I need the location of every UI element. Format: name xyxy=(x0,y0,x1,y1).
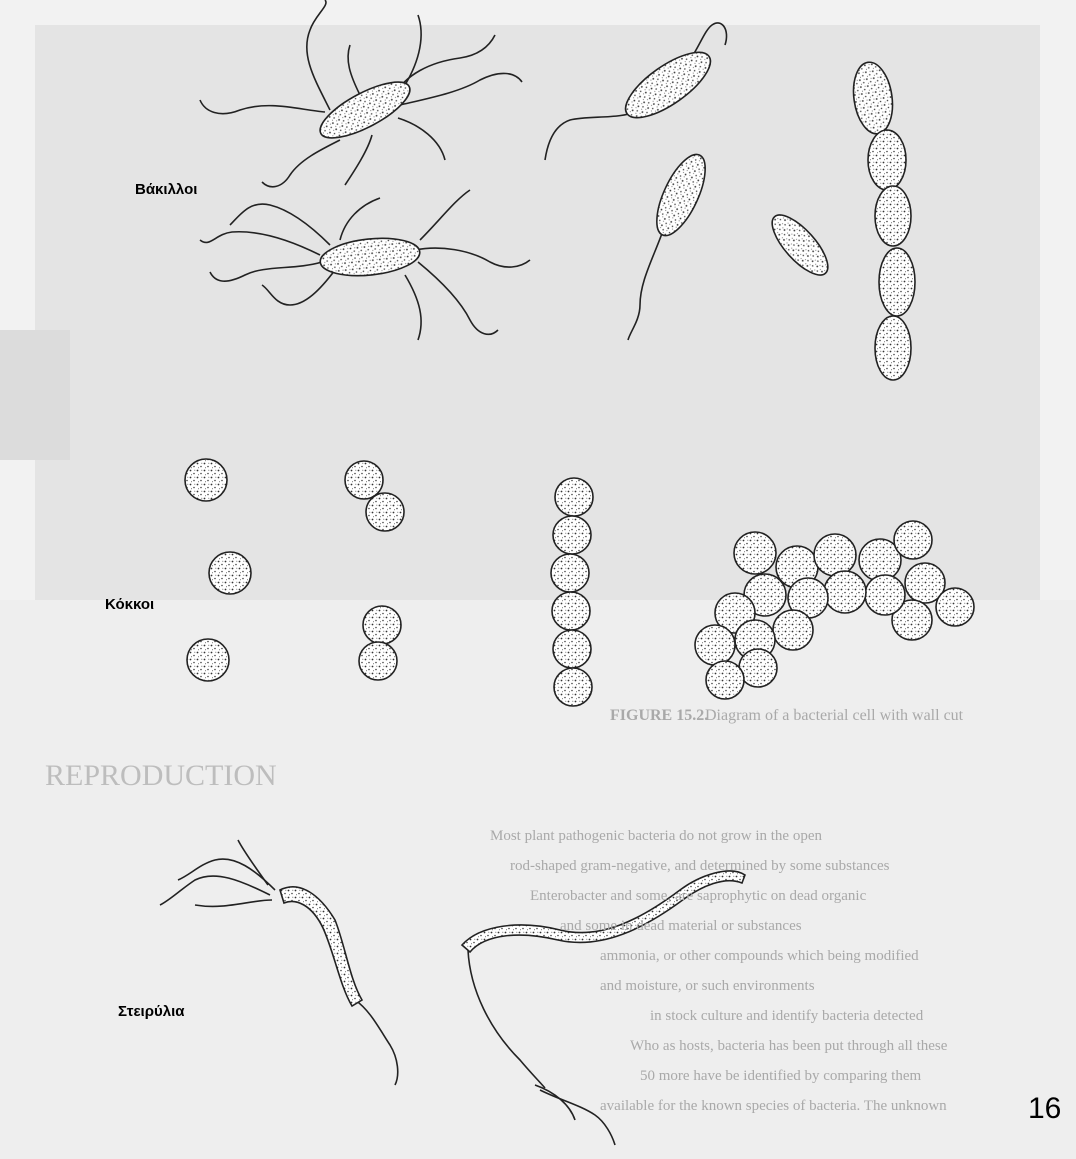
body-line: Who as hosts, bacteria has been put thro… xyxy=(630,1038,948,1054)
body-line: and some in dead material or substances xyxy=(560,918,802,934)
figure-caption-text: Diagram of a bacterial cell with wall cu… xyxy=(705,707,964,724)
body-line: in stock culture and identify bacteria d… xyxy=(650,1008,924,1024)
page-number: 16 xyxy=(1028,1092,1061,1126)
body-line: Enterobacter and some, are saprophytic o… xyxy=(530,888,867,904)
figure-caption-number: FIGURE 15.2. xyxy=(610,707,708,724)
body-line: rod-shaped gram-negative, and determined… xyxy=(510,858,890,874)
coccus-single-1 xyxy=(185,459,227,501)
coccus-single-3 xyxy=(187,639,229,681)
body-line: Most plant pathogenic bacteria do not gr… xyxy=(490,828,822,844)
body-line: 50 more have be identified by comparing … xyxy=(640,1068,921,1084)
body-line: available for the known species of bacte… xyxy=(600,1098,947,1114)
body-line: and moisture, or such environments xyxy=(600,978,815,994)
section-heading: REPRODUCTION xyxy=(45,759,277,792)
coccus-single-2 xyxy=(209,552,251,594)
label-bacilli: Βάκιλλοι xyxy=(135,181,197,198)
label-cocci: Κόκκοι xyxy=(105,596,154,613)
body-line: ammonia, or other compounds which being … xyxy=(600,948,919,964)
label-spirilla: Στειρύλια xyxy=(118,1003,184,1020)
